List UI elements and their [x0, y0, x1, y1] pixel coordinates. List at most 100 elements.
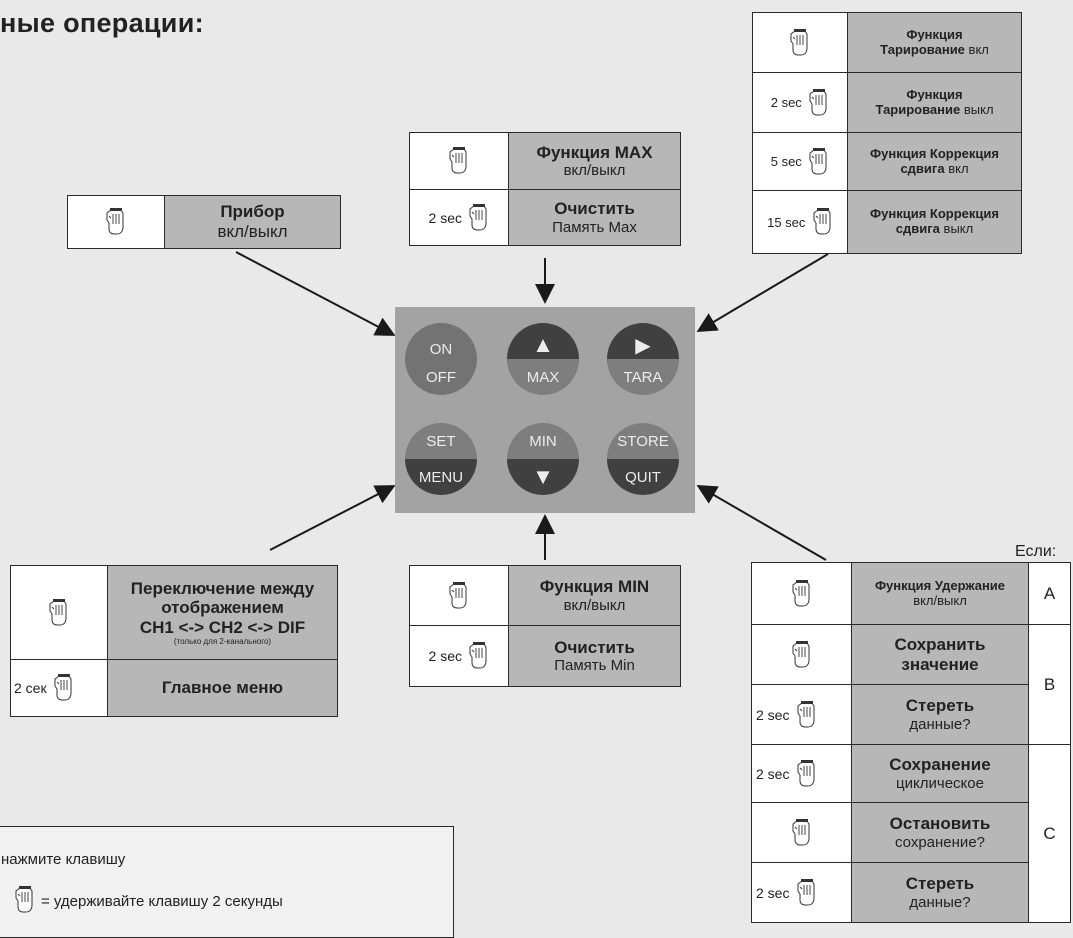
erase-data-sub: данные?	[909, 715, 971, 733]
hold-5s-label: 5 sec	[770, 154, 802, 169]
cyclic-save-cell: Сохранение циклическое	[851, 744, 1029, 803]
main-menu-label: Главное меню	[161, 678, 284, 698]
store-quit-box: Функция Удержание вкл/выкл A Сохранить з…	[751, 562, 1071, 923]
device-power-cell: Прибор вкл/выкл	[164, 195, 341, 249]
hand-hold-icon	[797, 700, 817, 730]
arrow-down-icon: ▼	[507, 459, 579, 495]
hold-cell: 2 sec	[752, 72, 848, 133]
cyclic-save-sub: циклическое	[896, 774, 984, 792]
on-off-key-bottom: OFF	[426, 368, 456, 386]
hand-press-icon	[792, 579, 812, 609]
display-switch-cell: Переключение между отображением CH1 <-> …	[107, 565, 338, 660]
hand-hold-icon	[797, 759, 817, 789]
max-clear-label: Очистить	[554, 199, 635, 219]
store-quit-key-top: STORE	[607, 423, 679, 459]
hold-function-sub: вкл/выкл	[913, 592, 967, 608]
device-label: Прибор	[220, 202, 285, 222]
offset-on-label-b: сдвига	[900, 160, 945, 176]
erase-data-cell: Стереть данные?	[851, 684, 1029, 745]
min-key[interactable]: MIN ▼	[507, 423, 579, 495]
cyclic-save-label: Сохранение	[889, 755, 991, 775]
hold-15s-label: 15 sec	[767, 214, 806, 230]
case-c-label: C	[1028, 744, 1071, 923]
display-switch-channels: CH1 <-> CH2 <-> DIF	[139, 617, 306, 637]
display-switch-label: Переключение между	[130, 578, 315, 598]
press-cell	[67, 195, 165, 249]
hold-function-label: Функция Удержание	[874, 577, 1006, 593]
min-function-label: Функция MIN	[539, 577, 650, 597]
hand-press-icon	[106, 207, 126, 237]
device-sub: вкл/выкл	[217, 222, 288, 241]
min-clear-sub: Память Min	[554, 657, 635, 675]
legend-box: нажмите клавишу = удерживайте клавишу 2 …	[0, 826, 454, 938]
hand-press-icon	[449, 581, 469, 611]
press-cell	[409, 565, 509, 626]
set-menu-key[interactable]: SET MENU	[405, 423, 477, 495]
on-off-key[interactable]: ON OFF	[405, 323, 477, 395]
min-function-cell: Функция MIN вкл/выкл	[508, 565, 681, 626]
max-function-label: Функция MAX	[536, 142, 653, 162]
press-cell	[751, 802, 852, 863]
hand-hold-icon	[469, 641, 489, 671]
hand-press-icon	[792, 818, 812, 848]
store-quit-key[interactable]: STORE QUIT	[607, 423, 679, 495]
hand-press-icon	[792, 640, 812, 670]
min-function-sub: вкл/выкл	[563, 596, 626, 614]
min-key-label: MIN	[507, 423, 579, 459]
min-clear-cell: Очистить Память Min	[508, 625, 681, 687]
device-box: Прибор вкл/выкл	[67, 195, 341, 249]
press-cell	[409, 132, 509, 190]
hold-label: 2 sec	[756, 884, 790, 901]
arrow-up-icon: ▲	[507, 323, 579, 363]
stop-save-label: Остановить	[889, 814, 991, 834]
hold-label: 2 sec	[428, 648, 462, 664]
tara-on-sub: вкл	[968, 41, 989, 57]
offset-off-label: Функция Коррекция	[870, 206, 999, 222]
set-menu-box: Переключение между отображением CH1 <-> …	[10, 565, 338, 717]
hold-cell: 2 sec	[751, 744, 852, 803]
tara-on-cell: Функция Тарирование вкл	[847, 12, 1022, 73]
tara-off-sub: выкл	[963, 101, 994, 117]
hold-cell: 2 sec	[751, 684, 852, 745]
hold-cell: 15 sec	[752, 190, 848, 254]
hand-press-icon	[790, 28, 810, 58]
max-clear-sub: Память Max	[552, 218, 637, 236]
offset-off-label-b: сдвига	[895, 221, 940, 236]
hold-label: 2 sec	[770, 95, 802, 110]
set-menu-key-bottom: MENU	[405, 459, 477, 495]
tara-off-label: Функция	[906, 86, 963, 102]
hand-hold-icon	[54, 673, 74, 703]
legend-press-text: нажмите клавишу	[1, 851, 126, 868]
tara-on-label-b: Тарирование	[880, 41, 965, 57]
hold-cell: 2 sec	[751, 862, 852, 923]
keypad: ON OFF ▲ MAX ▶ TARA SET MENU MIN ▼ STORE…	[395, 307, 695, 513]
hand-hold-icon	[809, 147, 829, 177]
max-clear-cell: Очистить Память Max	[508, 189, 681, 246]
hand-hold-icon	[469, 203, 489, 233]
main-menu-cell: Главное меню	[107, 659, 338, 717]
max-key[interactable]: ▲ MAX	[507, 323, 579, 395]
erase-data-label: Стереть	[905, 696, 975, 716]
save-value-label-b: значение	[901, 654, 979, 674]
erase-data-2-sub: данные?	[909, 893, 971, 911]
tara-off-label-b: Тарирование	[875, 101, 961, 117]
offset-off-sub: выкл	[943, 221, 974, 236]
press-cell	[10, 565, 108, 660]
min-clear-label: Очистить	[554, 637, 635, 657]
press-cell	[751, 624, 852, 685]
max-box: Функция MAX вкл/выкл 2 sec Очистить Памя…	[409, 132, 681, 246]
max-function-sub: вкл/выкл	[563, 162, 626, 180]
tara-off-cell: Функция Тарирование выкл	[847, 72, 1022, 133]
offset-on-cell: Функция Коррекция сдвига вкл	[847, 132, 1022, 191]
arrow-right-icon: ▶	[607, 323, 679, 363]
tara-on-label: Функция	[906, 26, 963, 42]
tara-key[interactable]: ▶ TARA	[607, 323, 679, 395]
hold-label: 2 sec	[756, 706, 790, 723]
max-key-label: MAX	[507, 359, 579, 395]
case-a-label: A	[1028, 562, 1071, 625]
store-quit-key-bottom: QUIT	[607, 459, 679, 495]
hand-hold-icon	[797, 878, 817, 908]
press-cell	[751, 562, 852, 625]
if-label: Если:	[1015, 543, 1057, 560]
